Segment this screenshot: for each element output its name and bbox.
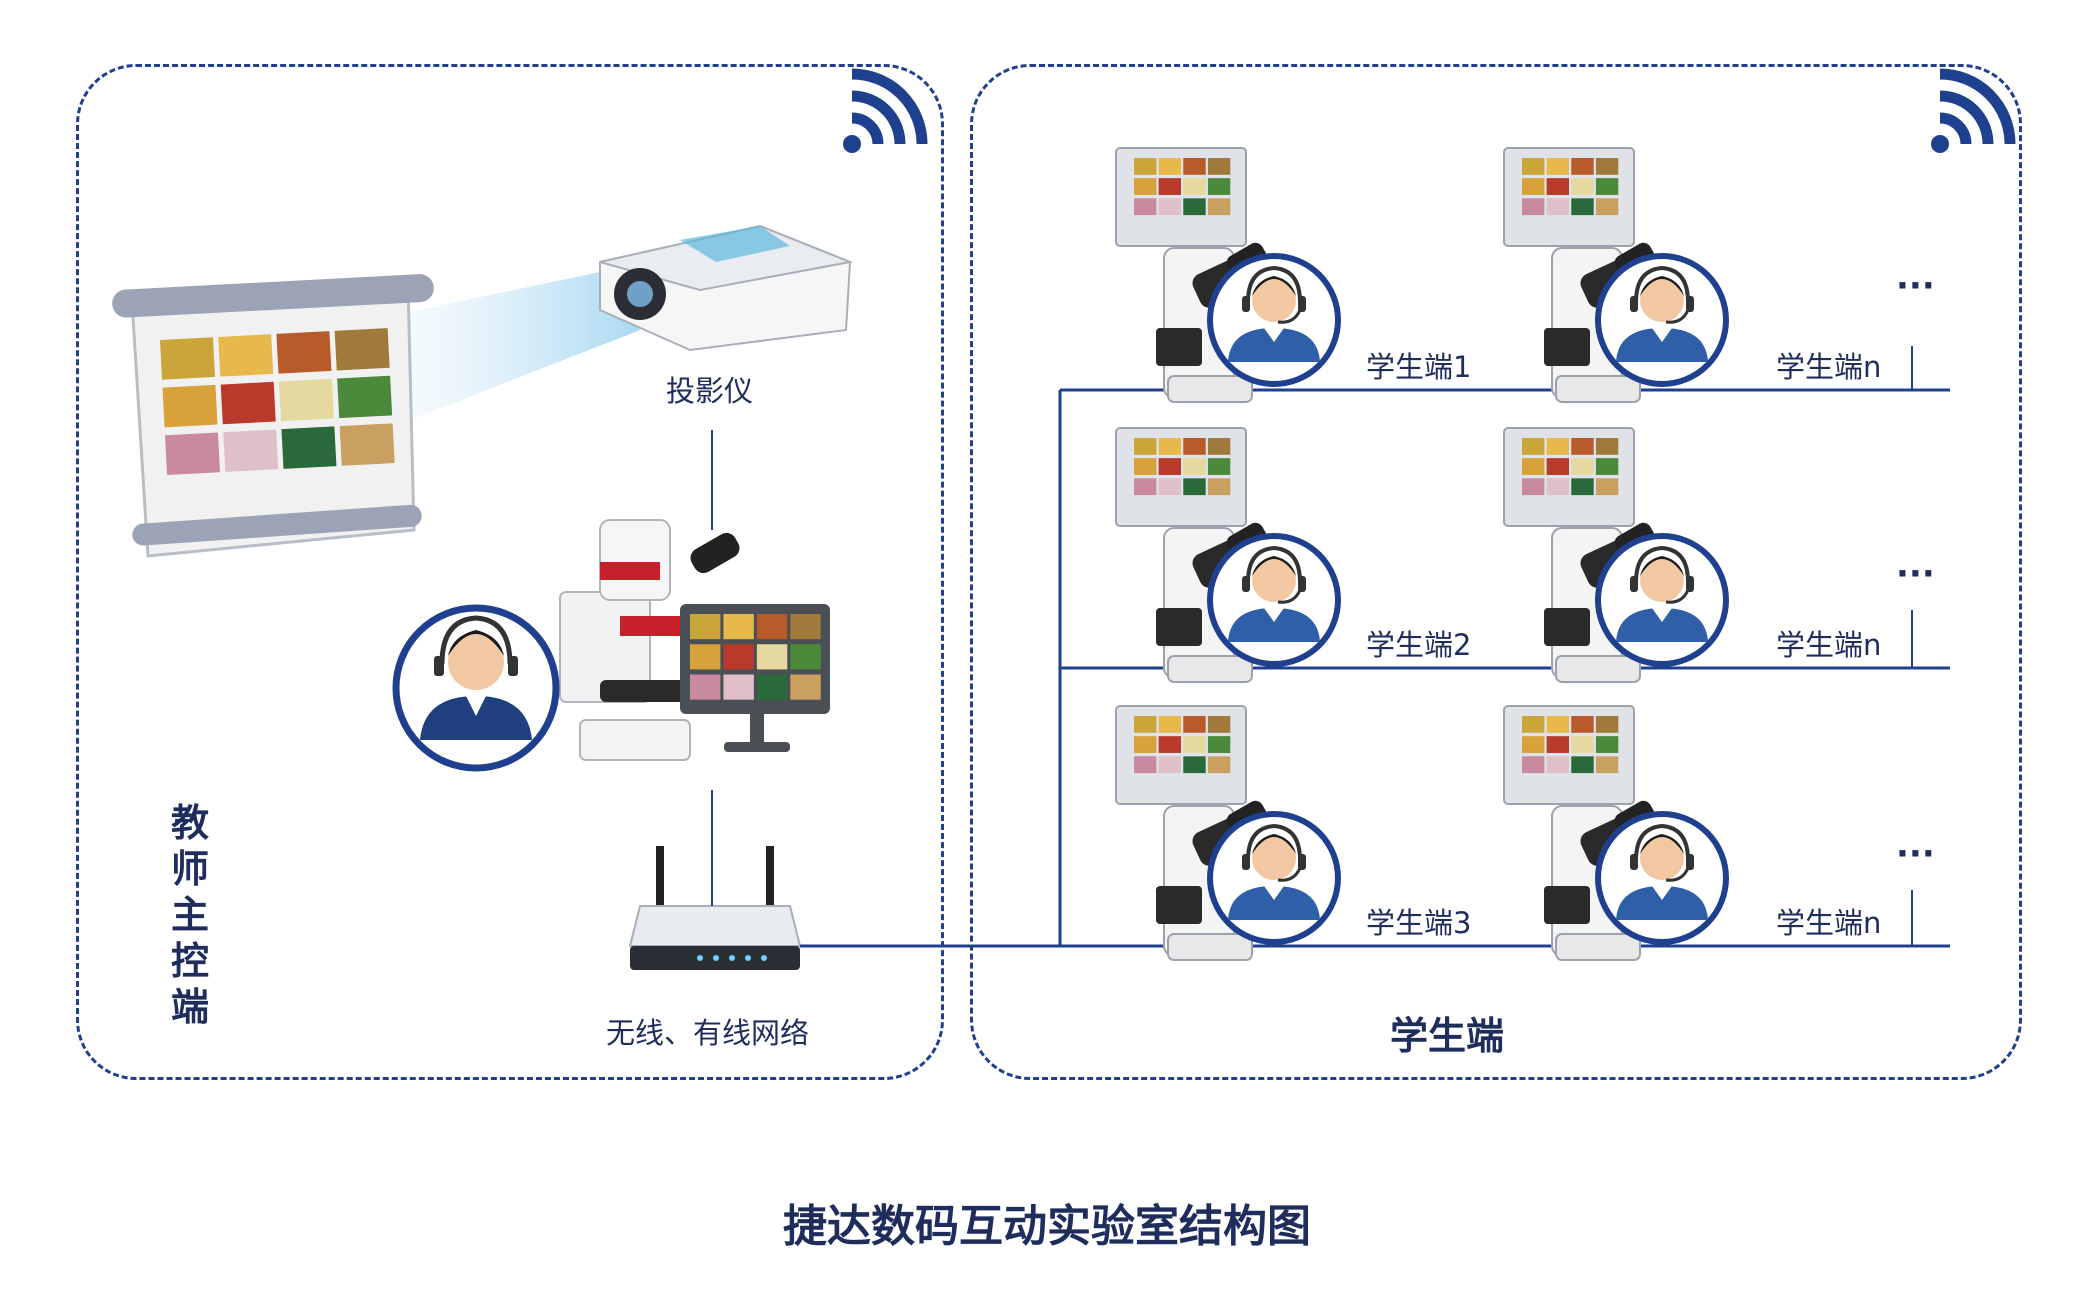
student-label-1: 学生端1	[1366, 350, 1472, 384]
teacher-label-char: 主	[170, 893, 209, 937]
student-label-2: 学生端2	[1366, 628, 1472, 662]
teacher-section-label: 教 师 主 控 端	[168, 800, 212, 1030]
teacher-panel	[76, 64, 944, 1080]
student-label-3: 学生端3	[1366, 906, 1472, 940]
teacher-workstation-icon	[559, 519, 830, 761]
student-station-2-1	[1116, 428, 1338, 682]
network-label: 无线、有线网络	[606, 1016, 810, 1050]
student-label-n: 学生端n	[1776, 350, 1882, 384]
teacher-label-char: 教	[170, 801, 209, 845]
teacher-headset-user-icon	[392, 604, 560, 772]
projector-icon	[599, 224, 854, 352]
student-station-2-n	[1504, 428, 1726, 682]
projector-label: 投影仪	[666, 374, 754, 408]
student-label-n: 学生端n	[1776, 906, 1882, 940]
more-indicator: ···	[1896, 834, 1935, 874]
more-indicator: ···	[1896, 554, 1935, 594]
student-station-3-n	[1504, 706, 1726, 960]
student-station-1-1	[1116, 148, 1338, 402]
teacher-label-char: 端	[170, 985, 209, 1029]
router-icon	[628, 846, 802, 970]
student-panel	[970, 64, 2022, 1080]
student-label-n: 学生端n	[1776, 628, 1882, 662]
projection-screen-icon	[112, 272, 640, 558]
student-station-1-n	[1504, 148, 1726, 402]
teacher-label-char: 师	[170, 847, 209, 891]
wifi-icon	[1931, 74, 2010, 153]
more-indicator: ···	[1896, 266, 1935, 306]
wifi-icon	[843, 74, 922, 153]
teacher-label-char: 控	[170, 939, 209, 983]
student-section-label: 学生端	[1390, 1014, 1505, 1058]
diagram-title: 捷达数码互动实验室结构图	[783, 1201, 1311, 1252]
student-station-3-1	[1116, 706, 1338, 960]
